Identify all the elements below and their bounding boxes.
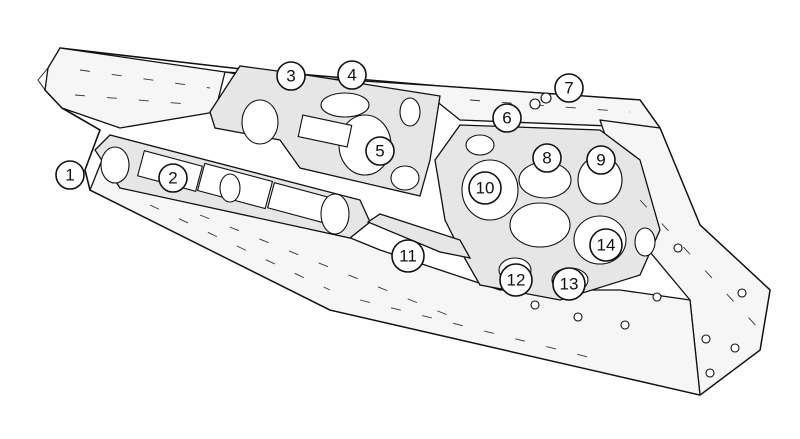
svg-text:3: 3 [286, 67, 295, 86]
svg-text:13: 13 [560, 275, 579, 294]
svg-text:8: 8 [542, 149, 551, 168]
surface-marks [74, 69, 761, 361]
callout-6: 6 [492, 103, 522, 133]
callout-13: 13 [552, 267, 586, 301]
svg-text:1: 1 [65, 166, 74, 185]
callout-1: 1 [55, 160, 85, 190]
svg-text:14: 14 [597, 236, 616, 255]
callout-11: 11 [391, 239, 425, 273]
callout-7: 7 [554, 73, 584, 103]
callout-2: 2 [158, 163, 188, 193]
callout-8: 8 [532, 143, 562, 173]
nose-tip [37, 67, 49, 91]
callout-12: 12 [499, 263, 533, 297]
svg-text:4: 4 [347, 66, 356, 85]
callout-10: 10 [468, 171, 502, 205]
callout-5: 5 [365, 136, 395, 166]
svg-text:10: 10 [476, 179, 495, 198]
callouts: 1 2 3 4 5 6 7 [55, 60, 623, 301]
callout-14: 14 [589, 228, 623, 262]
nose-tube [44, 47, 226, 129]
svg-text:9: 9 [596, 151, 605, 170]
slot-section [366, 213, 472, 259]
svg-text:12: 12 [507, 271, 526, 290]
svg-text:6: 6 [502, 109, 511, 128]
svg-text:5: 5 [375, 142, 384, 161]
svg-text:7: 7 [564, 79, 573, 98]
svg-text:11: 11 [399, 247, 417, 266]
callout-3: 3 [276, 61, 306, 91]
svg-text:2: 2 [168, 169, 177, 188]
bolts [529, 92, 747, 378]
callout-9: 9 [586, 145, 616, 175]
callout-4: 4 [337, 60, 367, 90]
